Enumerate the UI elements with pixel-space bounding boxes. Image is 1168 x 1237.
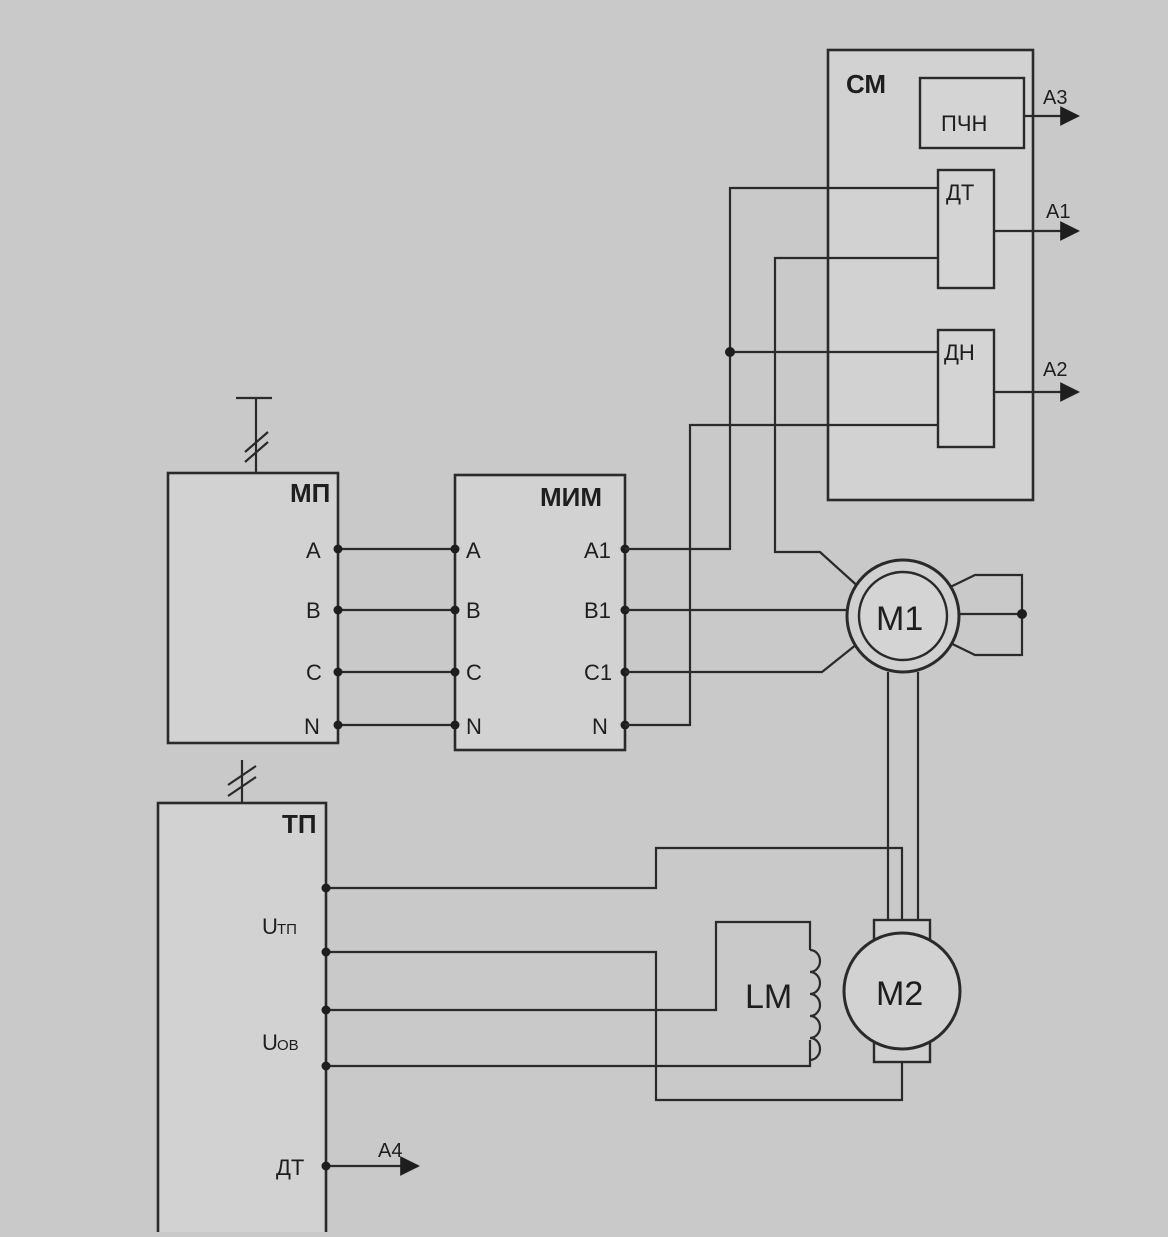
mim-title: МИМ	[540, 482, 602, 512]
mim-in-a: A	[466, 538, 481, 563]
m1-label: M1	[876, 600, 923, 638]
mim-out-b1: B1	[584, 598, 611, 623]
a4-output-label: A4	[378, 1140, 402, 1162]
lm-winding: LM	[745, 948, 822, 1062]
a1-output-label: A1	[1046, 201, 1070, 223]
tp-wires	[321, 846, 904, 1176]
tp-top-cable	[227, 760, 257, 803]
mim-block: МИМ A B C N A1 B1 C1 N	[453, 473, 627, 752]
mim-out-c1: C1	[584, 660, 612, 685]
mim-in-b: B	[466, 598, 481, 623]
mp-top-cable	[236, 396, 272, 473]
dt-sensor-title: ДТ	[946, 180, 974, 205]
dt-sensor-block: ДТ	[936, 168, 996, 290]
mp-port-b: B	[306, 598, 321, 623]
dn-sensor-block: ДН	[936, 328, 996, 449]
mp-block: МП A B C N	[166, 471, 340, 745]
mim-out-a1: A1	[584, 538, 611, 563]
mim-in-c: C	[466, 660, 482, 685]
mp-mim-wires	[333, 544, 460, 730]
cm-title: СМ	[846, 69, 886, 99]
tp-utp-sub: ТП	[277, 921, 297, 938]
m1-motor: M1	[845, 558, 1027, 674]
mp-title: МП	[290, 478, 330, 508]
pchn-title: ПЧН	[941, 111, 987, 136]
a3-output-label: A3	[1043, 87, 1067, 109]
mp-port-c: C	[306, 660, 322, 685]
tp-title: ТП	[282, 809, 317, 839]
tp-uob-sub: ОВ	[277, 1037, 299, 1054]
a2-output-label: A2	[1043, 359, 1067, 381]
m1-m2-shaft	[886, 672, 920, 920]
cm-block: СМ ПЧН A3 ДТ A1 ДН A2	[826, 48, 1080, 502]
mim-out-n: N	[592, 714, 608, 739]
tp-utp-label: U	[262, 914, 278, 939]
lm-label: LM	[745, 978, 792, 1016]
mp-port-a: A	[306, 538, 321, 563]
dn-sensor-title: ДН	[944, 340, 975, 365]
pchn-block: ПЧН	[918, 76, 1026, 150]
mim-to-cm-wires	[625, 186, 938, 727]
mp-port-n: N	[304, 714, 320, 739]
tp-dt-label: ДТ	[276, 1155, 304, 1180]
m2-motor: M2	[842, 918, 962, 1064]
mim-in-n: N	[466, 714, 482, 739]
m2-label: M2	[876, 975, 923, 1013]
tp-block: ТП U ТП U ОВ ДТ	[156, 801, 328, 1237]
tp-uob-label: U	[262, 1030, 278, 1055]
